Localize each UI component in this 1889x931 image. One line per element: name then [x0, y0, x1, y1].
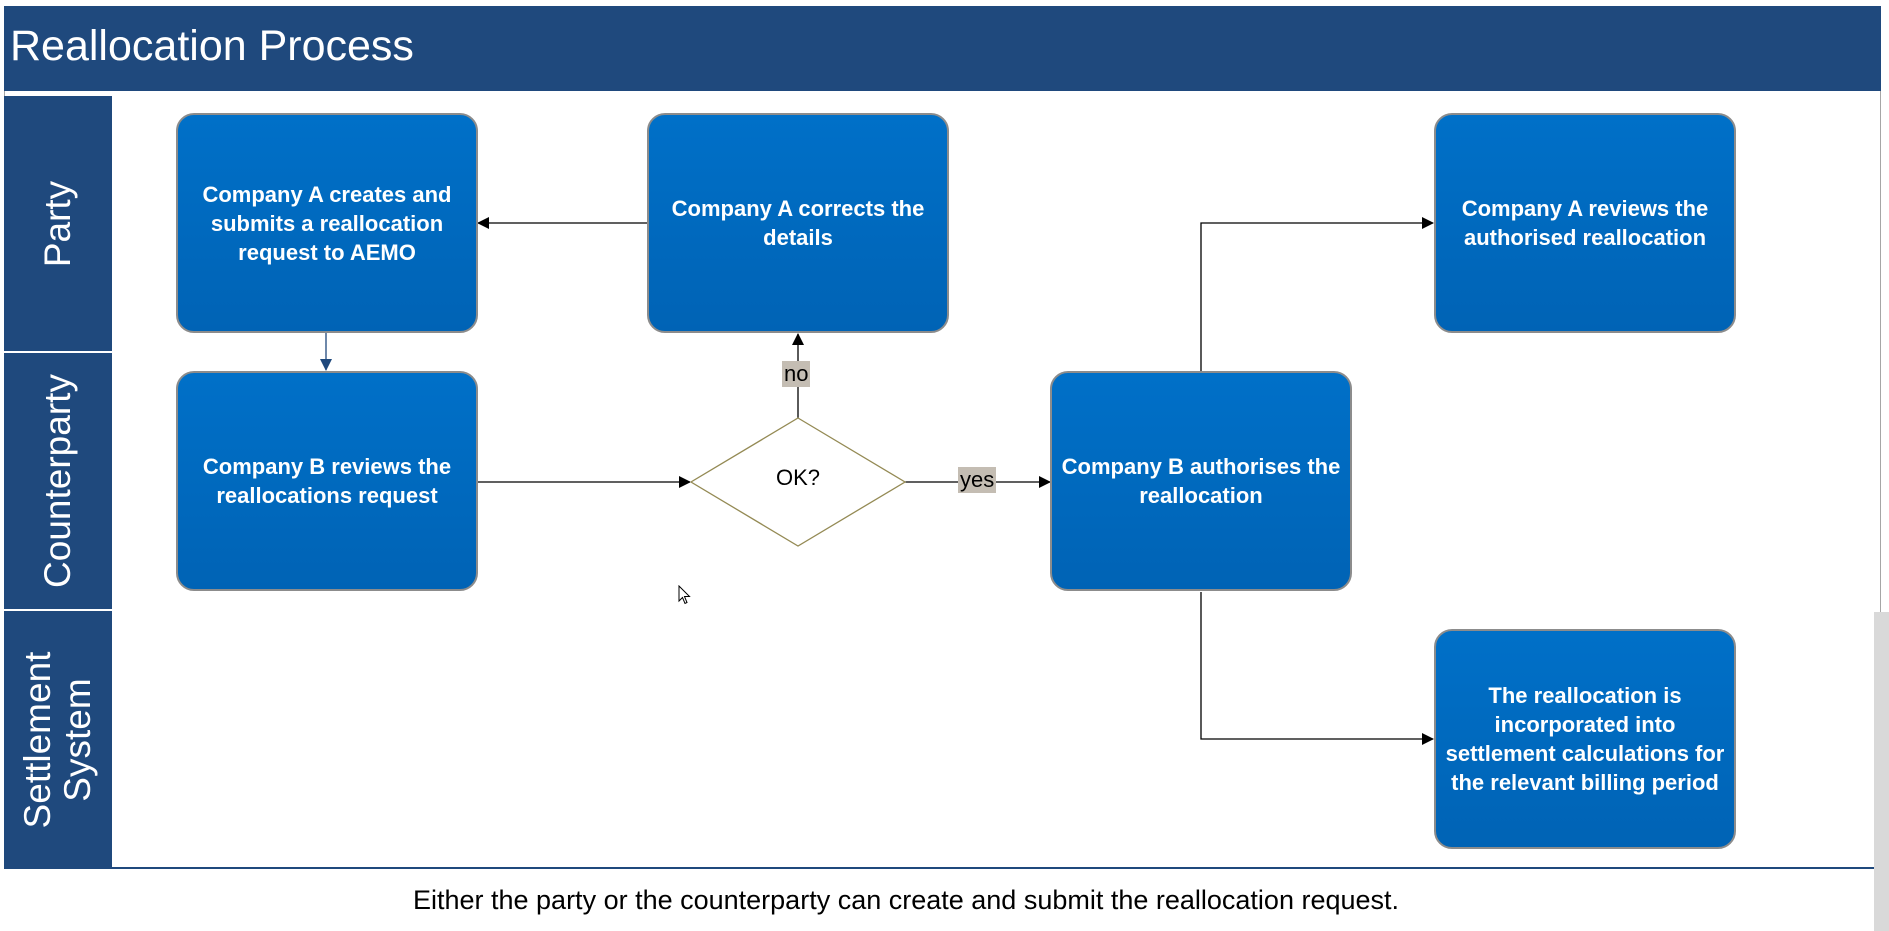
diagram-title: Reallocation Process — [10, 22, 414, 70]
node-incorporated[interactable]: The reallocation is incorporated into se… — [1434, 629, 1736, 849]
node-review-authorised[interactable]: Company A reviews the authorised realloc… — [1434, 113, 1736, 333]
footnote: Either the party or the counterparty can… — [412, 885, 1400, 915]
mouse-pointer-icon — [678, 585, 691, 605]
lane-header-party: Party — [4, 96, 112, 353]
lane-header-settlement-system: Settlement System — [4, 611, 112, 868]
edge-label-no: no — [782, 361, 811, 387]
title-bar: Reallocation Process — [4, 6, 1881, 91]
lane-label-settlement-line2: System — [57, 677, 98, 802]
frame-bottom-border — [4, 867, 1881, 869]
node-review-request[interactable]: Company B reviews the reallocations requ… — [176, 371, 478, 591]
lane-label-settlement-system: Settlement System — [17, 651, 98, 828]
node-authorise[interactable]: Company B authorises the reallocation — [1050, 371, 1352, 591]
lane-label-settlement-line1: Settlement — [17, 651, 58, 828]
lane-label-counterparty: Counterparty — [37, 374, 78, 588]
lane-label-party: Party — [37, 180, 78, 267]
edge-label-yes: yes — [958, 467, 997, 493]
vertical-scrollbar[interactable] — [1874, 612, 1889, 931]
lane-header-counterparty: Counterparty — [4, 353, 112, 611]
node-create-request[interactable]: Company A creates and submits a realloca… — [176, 113, 478, 333]
decision-label: OK? — [775, 465, 821, 490]
node-correct-details[interactable]: Company A corrects the details — [647, 113, 949, 333]
